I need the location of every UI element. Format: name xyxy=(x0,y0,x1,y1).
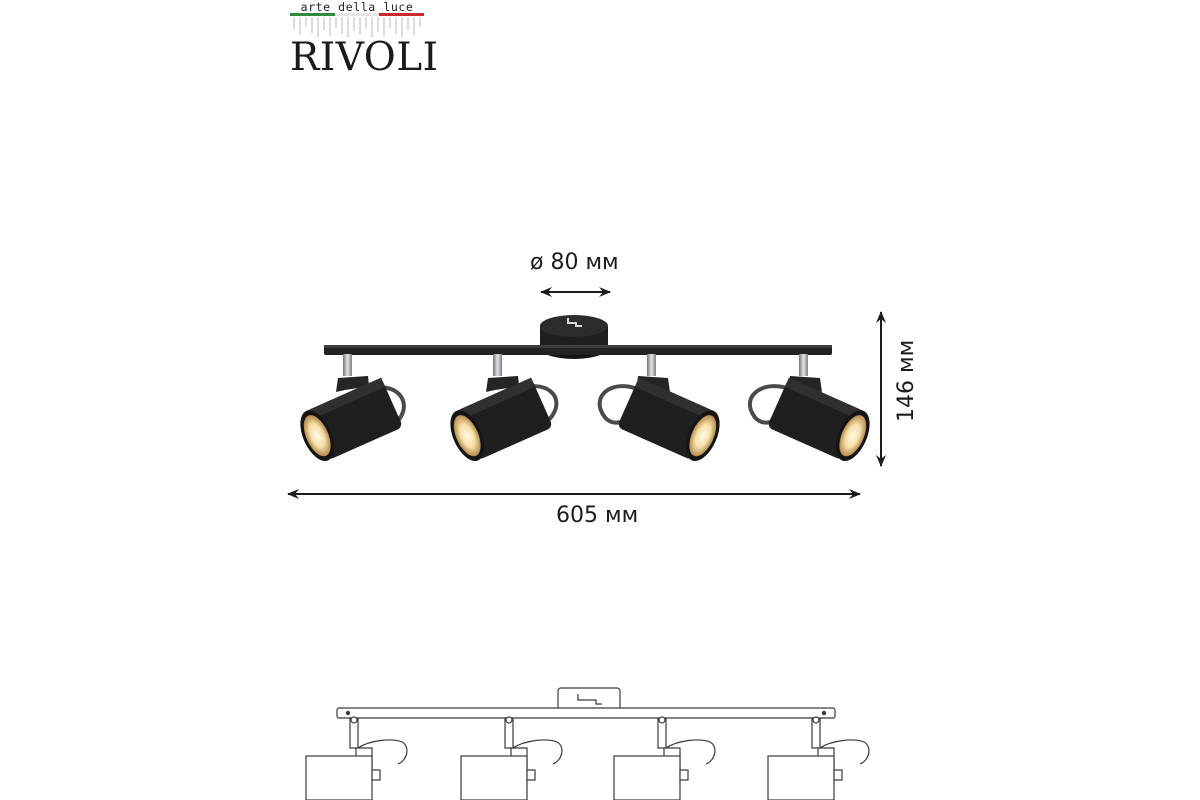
diameter-label: ø 80 мм xyxy=(530,250,619,275)
line-spot-4 xyxy=(767,716,870,800)
spotlight-3 xyxy=(597,354,720,462)
spotlight-4 xyxy=(747,354,870,462)
italian-flag-stripe xyxy=(290,13,425,16)
height-label: 146 мм xyxy=(894,339,919,422)
spotlight-2 xyxy=(450,354,559,462)
line-spot-3 xyxy=(613,716,716,800)
logo-tagline: arte della luce xyxy=(300,0,414,14)
logo-hanging-crystals xyxy=(293,17,421,37)
brand-logo: arte della luce RIVOLI xyxy=(290,0,439,80)
technical-line-drawing xyxy=(305,687,870,800)
width-label: 605 мм xyxy=(556,503,639,528)
mounting-bar xyxy=(324,345,832,355)
line-spot-1 xyxy=(305,716,408,800)
line-spot-2 xyxy=(460,716,563,800)
spotlight-1 xyxy=(300,354,406,462)
dimension-arrows xyxy=(287,287,886,499)
logo-brand-name: RIVOLI xyxy=(290,35,439,80)
